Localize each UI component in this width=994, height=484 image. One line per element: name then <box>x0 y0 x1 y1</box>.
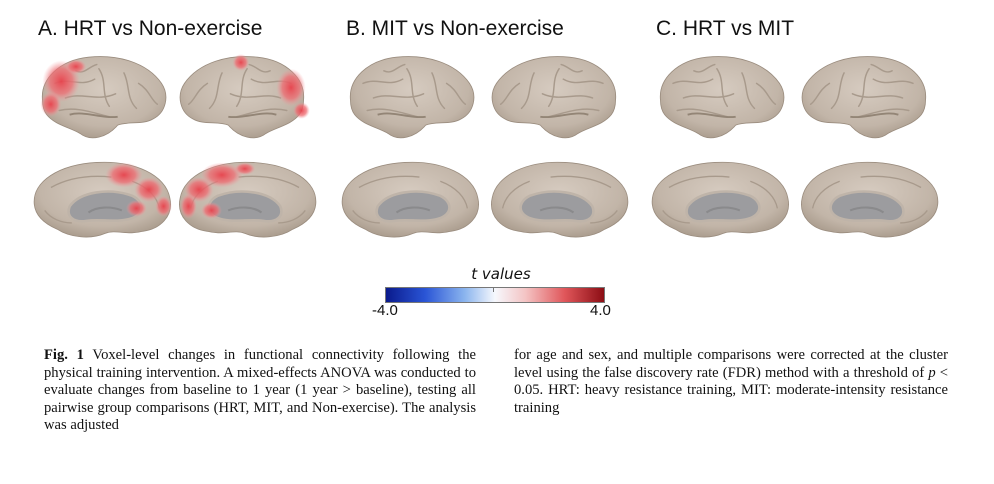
panel-title-b: B. MIT vs Non-exercise <box>346 17 564 40</box>
brain-a-medial-left <box>28 158 172 242</box>
brain-c-medial-right <box>798 158 944 242</box>
colorbar-center-tick <box>493 287 494 292</box>
caption-column-2: for age and sex, and multiple comparison… <box>514 347 948 417</box>
colorbar-max-label: 4.0 <box>590 302 611 319</box>
caption-text-1: Voxel-level changes in functional connec… <box>44 347 476 434</box>
brain-b-lateral-right <box>488 52 624 146</box>
panel-title-a: A. HRT vs Non-exercise <box>38 17 263 40</box>
colorbar-min-label: -4.0 <box>372 302 398 319</box>
brain-b-lateral-left <box>342 52 478 146</box>
brain-b-medial-left <box>336 158 482 242</box>
colorbar <box>385 287 605 303</box>
colorbar-title: t values <box>471 265 531 283</box>
caption-column-1: Fig. 1 Voxel-level changes in functional… <box>44 347 476 435</box>
caption-text-2a: for age and sex, and multiple comparison… <box>514 347 948 381</box>
panel-title-c: C. HRT vs MIT <box>656 17 795 40</box>
brain-c-lateral-right <box>798 52 934 146</box>
caption-text-2b: < 0.05. HRT: heavy resistance training, … <box>514 364 948 416</box>
brain-b-medial-right <box>488 158 634 242</box>
brain-c-lateral-left <box>652 52 788 146</box>
brain-c-medial-left <box>646 158 792 242</box>
caption-p-symbol: p <box>928 364 936 381</box>
brain-a-lateral-right <box>176 54 310 146</box>
figure-label: Fig. 1 <box>44 347 84 363</box>
brain-a-lateral-left <box>40 52 170 146</box>
brain-a-medial-right <box>176 158 322 242</box>
